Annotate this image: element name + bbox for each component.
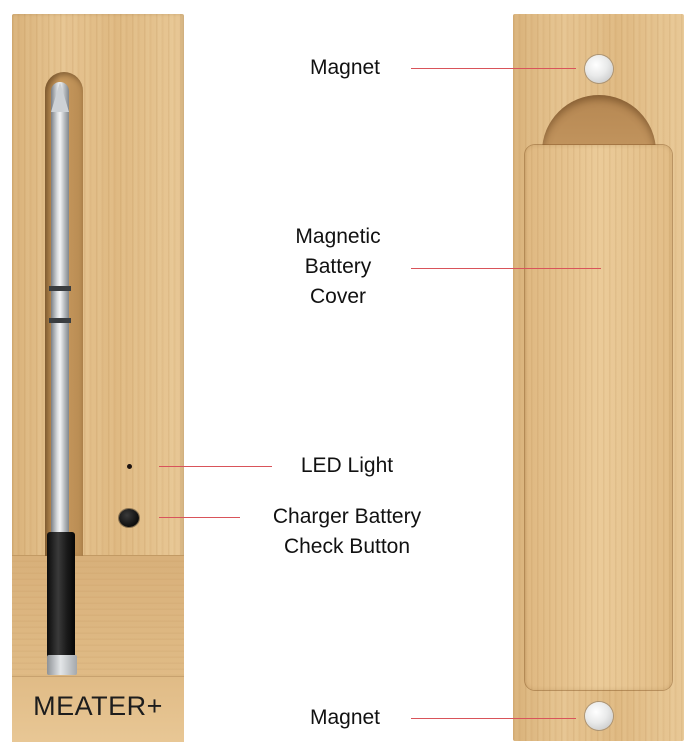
callout-text-line: Battery: [304, 255, 372, 278]
callout-led-light: LED Light: [282, 451, 412, 481]
callout-text-line: Magnetic: [295, 225, 381, 248]
probe-needle: [51, 82, 69, 534]
leader-line-led: [159, 466, 272, 467]
callout-text-line: Check Button: [283, 535, 411, 558]
probe-tip: [51, 82, 69, 112]
callout-battery-cover: Magnetic Battery Cover: [278, 222, 398, 312]
callout-magnet-top: Magnet: [290, 53, 400, 83]
callout-text: LED Light: [300, 454, 394, 477]
callout-text-line: Charger Battery: [272, 505, 422, 528]
charger-front-face: [12, 676, 184, 742]
callout-text: Magnet: [309, 706, 381, 729]
leader-line-charger: [159, 517, 240, 518]
probe-sensor-band: [49, 286, 71, 291]
probe-end-cap: [47, 655, 77, 675]
magnet-bottom: [585, 702, 613, 730]
led-light: [127, 464, 132, 469]
leader-line-magnet-bottom: [411, 718, 576, 719]
callout-magnet-bottom: Magnet: [290, 703, 400, 733]
brand-logo: MEATER+: [33, 691, 163, 721]
charger-battery-check-button[interactable]: [119, 509, 139, 527]
magnetic-battery-cover[interactable]: [525, 145, 672, 690]
leader-line-battery-cover: [411, 268, 601, 269]
callout-text: Magnet: [309, 56, 381, 79]
magnet-top: [585, 55, 613, 83]
probe-sensor-band: [49, 318, 71, 323]
probe-ceramic-handle: [47, 532, 75, 662]
callout-charger-button: Charger Battery Check Button: [252, 502, 442, 562]
callout-text-line: Cover: [309, 285, 367, 308]
leader-line-magnet-top: [411, 68, 576, 69]
